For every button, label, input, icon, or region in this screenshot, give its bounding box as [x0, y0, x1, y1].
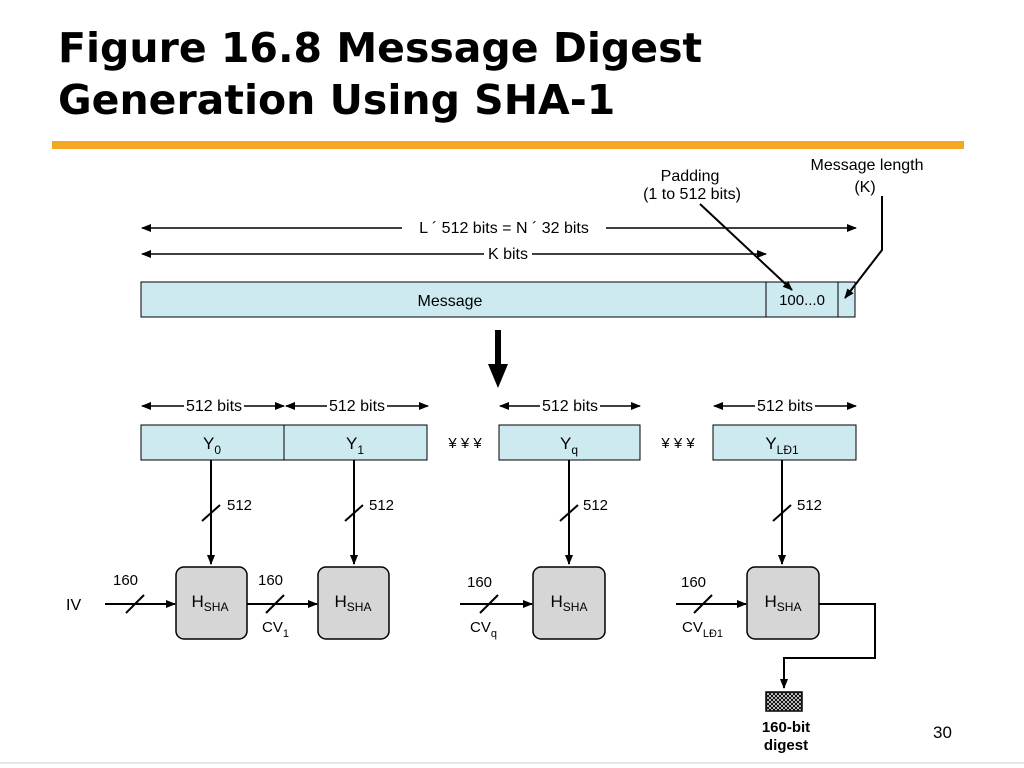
block-input-3: 512 — [772, 460, 822, 565]
block-input-2: 512 — [559, 460, 608, 565]
title-line-1: Figure 16.8 Message Digest — [58, 24, 703, 72]
hash-node-2: HSHA — [532, 566, 606, 640]
digest-label-line1: 160-bit — [762, 719, 810, 736]
block-size-arrow-3: 512 bits — [713, 396, 857, 415]
block-size-arrows: 512 bits 512 bits 512 bits 512 bits — [141, 396, 857, 415]
hash-node-label: HSHA — [765, 592, 802, 614]
hash-node-1: HSHA — [317, 566, 390, 640]
block-y1 — [283, 424, 428, 461]
chain-width-label: 160 — [681, 574, 706, 591]
block-size-label: 512 bits — [757, 398, 813, 415]
cvl1-link: 160 CVLÐ1 — [676, 574, 747, 640]
block-yl1 — [712, 424, 857, 461]
chain-width-label: 160 — [467, 574, 492, 591]
block-width-label: 512 — [369, 497, 394, 514]
block-yq-label: Yq — [560, 434, 578, 457]
padding-value: 100...0 — [779, 292, 825, 309]
hash-node-label: HSHA — [551, 592, 588, 614]
slide-title: Figure 16.8 Message Digest Generation Us… — [58, 22, 958, 126]
blocks-row: Y0 Y1 ¥ ¥ ¥ Yq ¥ ¥ ¥ YLÐ1 — [140, 424, 857, 461]
padding-label-line1: Padding — [661, 168, 720, 185]
cvq-label: CVq — [470, 619, 497, 640]
block-size-arrow-2: 512 bits — [499, 396, 641, 415]
digest-block — [765, 691, 803, 712]
cvl1-label: CVLÐ1 — [682, 619, 723, 640]
length-pointer — [844, 196, 883, 299]
message-bar: Message 100...0 — [140, 281, 856, 318]
hash-node-3: HSHA — [746, 566, 820, 640]
footer-line — [0, 762, 1024, 764]
padding-box — [765, 281, 839, 318]
k-bits-arrow: K bits — [141, 244, 767, 263]
iv-label: IV — [66, 597, 81, 614]
page-number: 30 — [933, 723, 952, 742]
block-inputs: 512 512 512 512 — [201, 460, 822, 565]
hash-node-0: HSHA — [175, 566, 248, 640]
block-y0-label: Y0 — [203, 434, 221, 457]
down-arrow — [488, 330, 508, 388]
block-size-label: 512 bits — [329, 398, 385, 415]
length-label-line2: (K) — [854, 179, 875, 196]
digest-output: 160-bit digest — [762, 603, 876, 754]
block-width-label: 512 — [583, 497, 608, 514]
block-yl1-label: YLÐ1 — [765, 434, 799, 457]
hash-node-label: HSHA — [192, 592, 229, 614]
block-size-arrow-1: 512 bits — [285, 396, 429, 415]
message-label: Message — [418, 293, 483, 310]
block-input-1: 512 — [344, 460, 394, 565]
k-bits-label: K bits — [488, 246, 528, 263]
iv-input: IV 160 — [66, 572, 176, 614]
chain-width-label: 160 — [113, 572, 138, 589]
cv1-link: 160 CV1 — [247, 572, 318, 640]
block-size-arrow-0: 512 bits — [141, 396, 285, 415]
padding-label-line2: (1 to 512 bits) — [643, 186, 741, 203]
block-y1-label: Y1 — [346, 434, 364, 457]
hash-nodes: HSHA HSHA HSHA HSHA — [175, 566, 820, 640]
total-length-arrow: L ´ 512 bits = N ´ 32 bits — [141, 220, 857, 237]
block-width-label: 512 — [797, 497, 822, 514]
digest-label-line2: digest — [764, 737, 808, 754]
chain-width-label: 160 — [258, 572, 283, 589]
block-size-label: 512 bits — [542, 398, 598, 415]
block-width-label: 512 — [227, 497, 252, 514]
block-yq — [498, 424, 641, 461]
length-label-line1: Message length — [811, 157, 924, 174]
padding-pointer — [699, 203, 793, 291]
title-underline — [52, 141, 964, 149]
chain-arrows: IV 160 160 CV1 160 CVq 160 CVLÐ1 — [66, 572, 747, 640]
ellipsis-1: ¥ ¥ ¥ — [447, 435, 482, 452]
ellipsis-2: ¥ ¥ ¥ — [660, 435, 695, 452]
block-size-label: 512 bits — [186, 398, 242, 415]
message-box — [140, 281, 767, 318]
hash-node-label: HSHA — [335, 592, 372, 614]
cv1-label: CV1 — [262, 619, 289, 640]
total-length-label: L ´ 512 bits = N ´ 32 bits — [419, 220, 589, 237]
cvq-link: 160 CVq — [460, 574, 533, 640]
title-line-2: Generation Using SHA-1 — [58, 76, 616, 124]
block-input-0: 512 — [201, 460, 252, 565]
